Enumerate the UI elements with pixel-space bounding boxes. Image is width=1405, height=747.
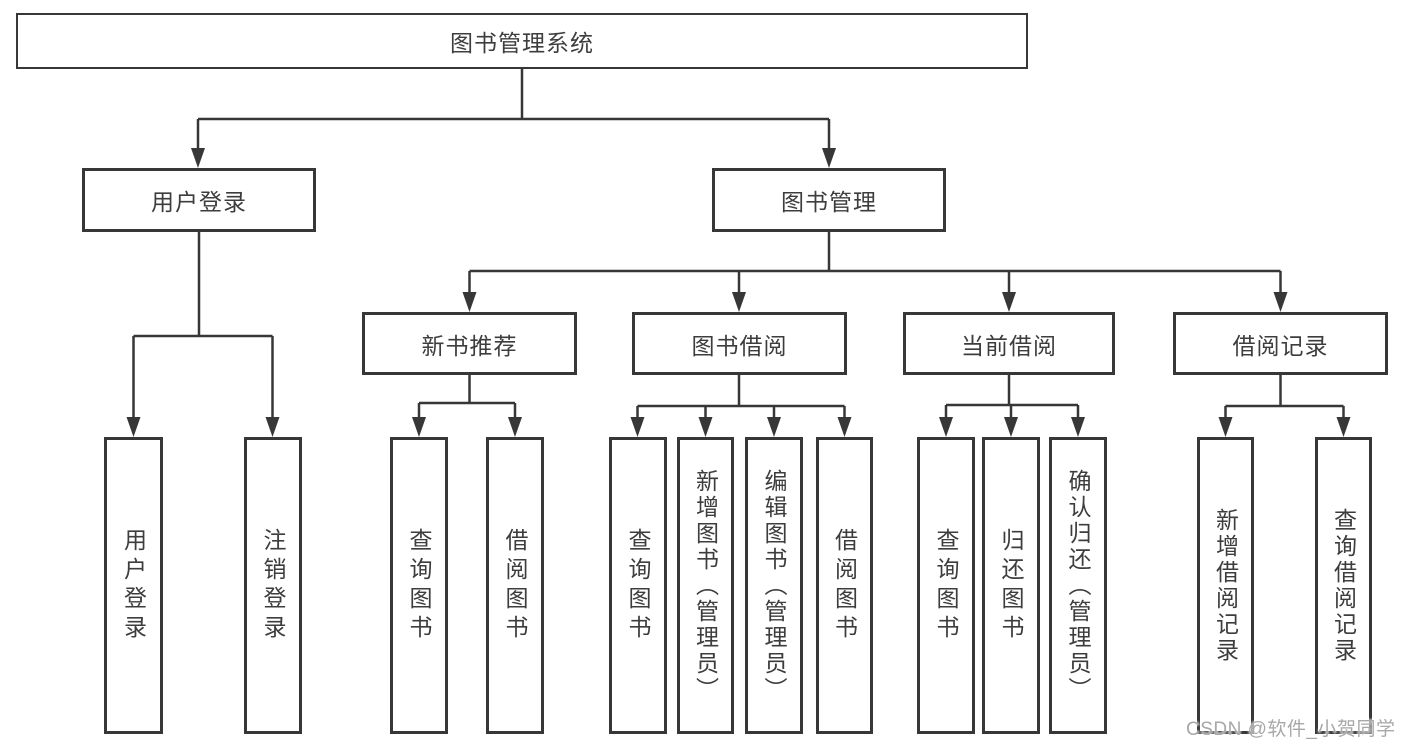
- leaf-label: 查询图书: [933, 527, 959, 644]
- leaf-borrow-books: 借阅图书: [816, 437, 873, 734]
- leaf-borrow-books-recommend: 借阅图书: [486, 437, 544, 734]
- leaf-query-books-borrow: 查询图书: [609, 437, 667, 734]
- node-label: 图书管理: [781, 189, 877, 215]
- node-user-login: 用户登录: [82, 168, 316, 232]
- leaf-label: 用户登录: [120, 527, 147, 644]
- leaf-label: 确认归还（管理员）: [1065, 468, 1091, 703]
- leaf-label: 归还图书: [998, 527, 1024, 644]
- leaf-label: 新增借阅记录: [1212, 507, 1239, 664]
- node-label: 用户登录: [151, 189, 247, 215]
- node-new-book-recommendation: 新书推荐: [362, 312, 577, 375]
- leaf-query-borrow-record: 查询借阅记录: [1315, 437, 1372, 734]
- leaf-add-borrow-record: 新增借阅记录: [1197, 437, 1254, 734]
- leaf-edit-books-admin: 编辑图书（管理员）: [745, 437, 803, 734]
- watermark: CSDN @软件_小贺同学: [1186, 719, 1396, 740]
- leaf-logout: 注销登录: [244, 437, 302, 734]
- node-book-management: 图书管理: [712, 168, 946, 232]
- node-label: 借阅记录: [1232, 332, 1329, 359]
- leaf-confirm-return-admin: 确认归还（管理员）: [1049, 437, 1107, 734]
- leaf-query-books-current: 查询图书: [917, 437, 975, 734]
- leaf-label: 新增图书（管理员）: [692, 468, 719, 703]
- leaf-add-books-admin: 新增图书（管理员）: [677, 437, 734, 734]
- node-label: 图书管理系统: [450, 30, 594, 56]
- leaf-user-login: 用户登录: [104, 437, 163, 734]
- leaf-label: 借阅图书: [502, 527, 528, 644]
- leaf-label: 编辑图书（管理员）: [761, 468, 787, 703]
- node-label: 图书借阅: [691, 332, 788, 359]
- leaf-label: 查询图书: [406, 527, 432, 644]
- leaf-label: 查询借阅记录: [1330, 507, 1357, 664]
- leaf-query-books-recommend: 查询图书: [390, 437, 448, 734]
- node-label: 新书推荐: [421, 332, 518, 359]
- node-book-borrowing: 图书借阅: [632, 312, 847, 375]
- leaf-label: 借阅图书: [831, 527, 858, 644]
- node-borrowing-records: 借阅记录: [1173, 312, 1388, 375]
- node-label: 当前借阅: [961, 332, 1057, 359]
- node-system-root: 图书管理系统: [16, 13, 1028, 69]
- leaf-label: 注销登录: [260, 527, 286, 644]
- node-current-borrowing: 当前借阅: [903, 312, 1115, 375]
- leaf-label: 查询图书: [625, 527, 651, 644]
- leaf-return-books: 归还图书: [982, 437, 1040, 734]
